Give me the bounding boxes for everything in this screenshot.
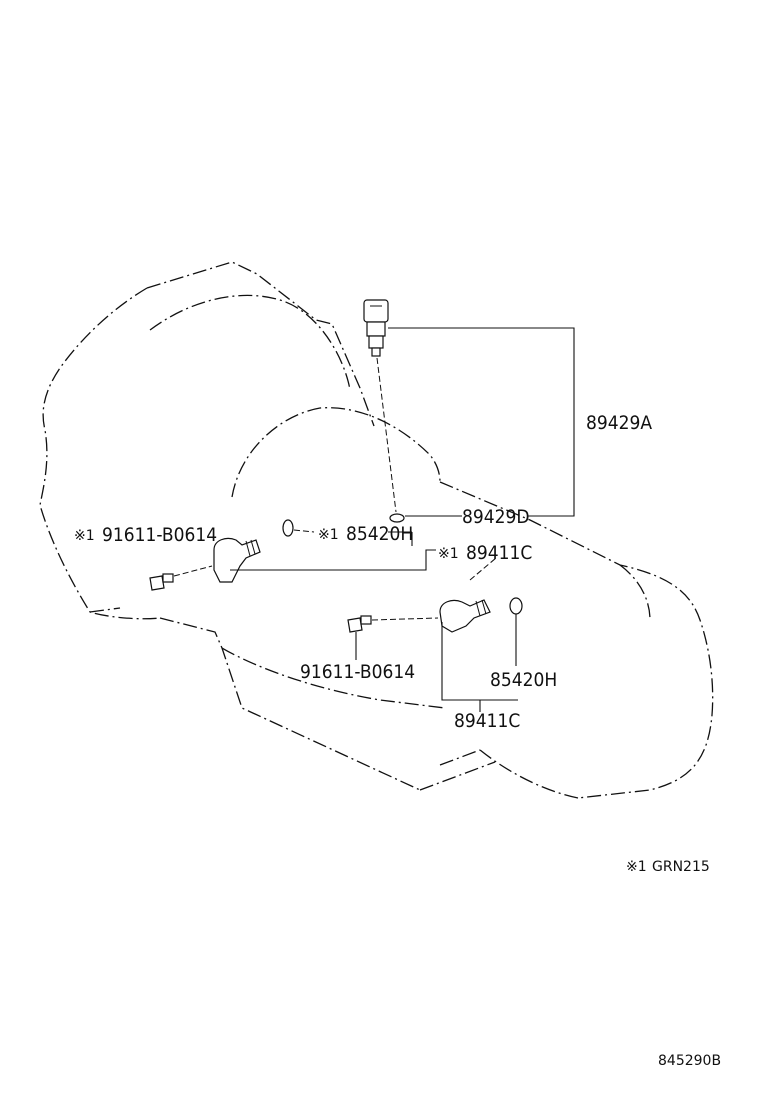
speed-sensor-upper-icon <box>213 537 261 583</box>
footnote-text: GRN215 <box>652 859 710 875</box>
o-ring-upper-axis <box>293 529 315 533</box>
label-89411C-upper: 89411C <box>466 542 532 564</box>
leader-89411C-upper <box>230 549 436 571</box>
label-91611-upper: 91611-B0614 <box>102 524 217 546</box>
note-mark-85420H-upper: ※1 <box>318 527 339 543</box>
sensor-lower-axis <box>469 557 497 581</box>
bolt-lower-icon <box>347 615 372 633</box>
leader-89411C-lower <box>441 622 518 701</box>
o-ring-lower-icon <box>509 597 523 615</box>
label-89429D: 89429D <box>462 506 530 528</box>
speed-sensor-lower-icon <box>439 599 491 633</box>
label-85420H-lower: 85420H <box>490 669 557 691</box>
o-ring-89429D-icon <box>389 513 405 523</box>
switch-axis-line <box>376 357 397 513</box>
figure-id: 845290B <box>658 1053 721 1069</box>
bolt-upper-axis <box>173 565 213 577</box>
o-ring-upper-icon <box>282 519 294 537</box>
label-89429A: 89429A <box>586 412 652 434</box>
note-mark-91611-upper: ※1 <box>74 528 95 544</box>
bolt-lower-axis <box>371 617 439 621</box>
label-89411C-lower: 89411C <box>454 710 520 732</box>
footnote-mark: ※1 <box>626 859 647 875</box>
label-91611-lower: 91611-B0614 <box>300 661 415 683</box>
transmission-outline <box>39 261 714 799</box>
pressure-switch-icon <box>363 299 389 357</box>
bolt-upper-icon <box>149 573 174 591</box>
label-85420H-upper: 85420H <box>346 523 413 545</box>
note-mark-89411C-upper: ※1 <box>438 546 459 562</box>
leader-89429A <box>388 327 575 517</box>
